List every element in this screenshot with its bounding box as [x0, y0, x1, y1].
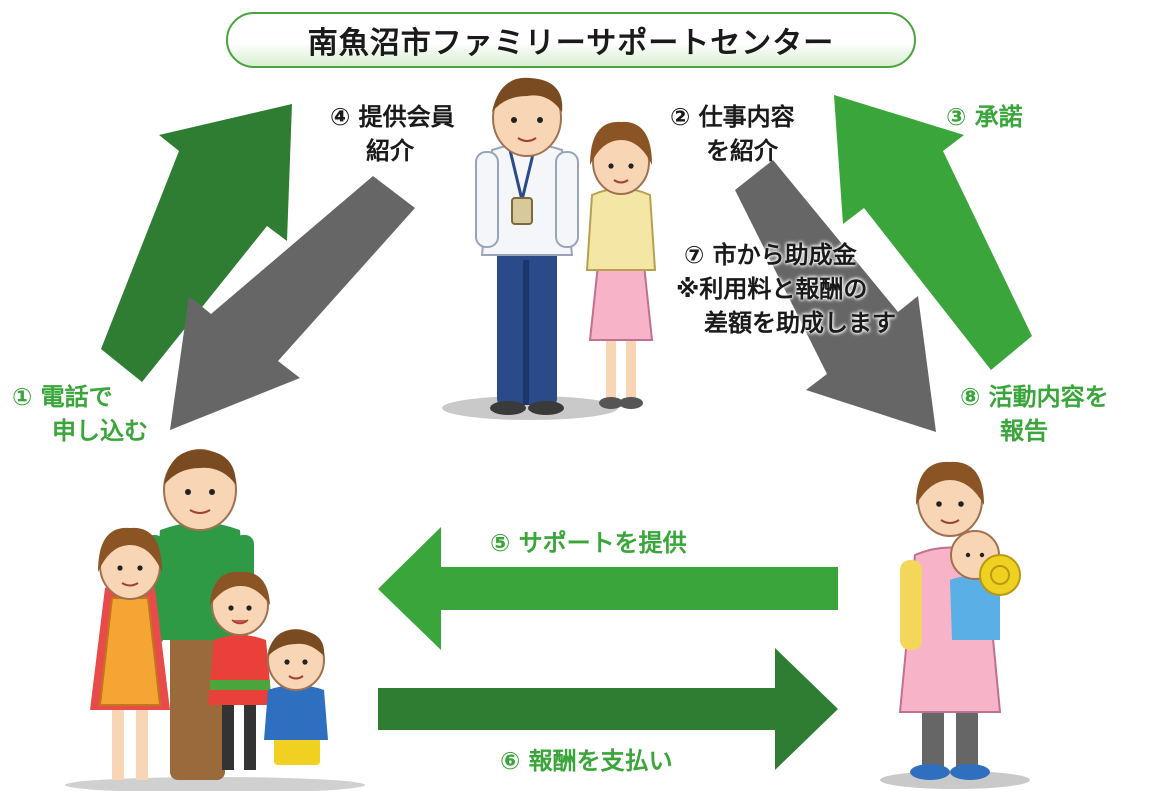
- step-3-label: ③ 承諾: [946, 100, 1023, 134]
- step-7-line-1: ⑦ 市から助成金: [684, 241, 857, 269]
- arrow-6-payment-icon: [378, 648, 838, 770]
- provider-icon: [880, 461, 1030, 789]
- arrow-3-accept-icon: [834, 95, 1032, 370]
- family-icon: [65, 449, 365, 791]
- step-2-line-2: を紹介: [706, 137, 778, 165]
- page-title: 南魚沼市ファミリーサポートセンター: [226, 12, 916, 68]
- step-4-label: ④ 提供会員 紹介: [330, 100, 455, 168]
- arrow-1-apply-icon: [101, 104, 292, 382]
- step-5-line-1: ⑤ サポートを提供: [490, 529, 687, 557]
- step-7-line-3: 差額を助成します: [704, 309, 896, 337]
- arrow-4-introduce-icon: [170, 176, 415, 430]
- step-7-line-2: ※利用料と報酬の: [676, 275, 868, 303]
- step-7-label: ⑦ 市から助成金 ※利用料と報酬の 差額を助成します: [676, 238, 896, 340]
- step-1-line-1: ① 電話で: [12, 383, 113, 411]
- step-6-line-1: ⑥ 報酬を支払い: [500, 747, 673, 775]
- step-3-line-1: ③ 承諾: [946, 103, 1023, 131]
- step-8-label: ⑧ 活動内容を 報告: [960, 380, 1109, 448]
- step-6-label: ⑥ 報酬を支払い: [500, 744, 673, 778]
- step-1-line-2: 申し込む: [52, 417, 148, 445]
- family-girl-icon: [208, 571, 272, 770]
- step-2-line-1: ② 仕事内容: [670, 103, 795, 131]
- step-5-label: ⑤ サポートを提供: [490, 526, 687, 560]
- step-8-line-2: 報告: [1000, 417, 1048, 445]
- family-mother-icon: [90, 527, 170, 780]
- staff-man-icon: [475, 77, 579, 415]
- staff-woman-icon: [585, 121, 657, 409]
- arrow-5-support-icon: [378, 527, 838, 650]
- step-4-line-2: 紹介: [366, 137, 414, 165]
- step-8-line-1: ⑧ 活動内容を: [960, 383, 1109, 411]
- family-boy-icon: [264, 629, 328, 765]
- step-1-label: ① 電話で 申し込む: [12, 380, 148, 448]
- step-2-label: ② 仕事内容 を紹介: [670, 100, 795, 168]
- baby-icon: [950, 530, 1021, 640]
- arrow-2-job-intro-icon: [735, 160, 936, 432]
- step-4-line-1: ④ 提供会員: [330, 103, 455, 131]
- staff-icon: [442, 77, 657, 420]
